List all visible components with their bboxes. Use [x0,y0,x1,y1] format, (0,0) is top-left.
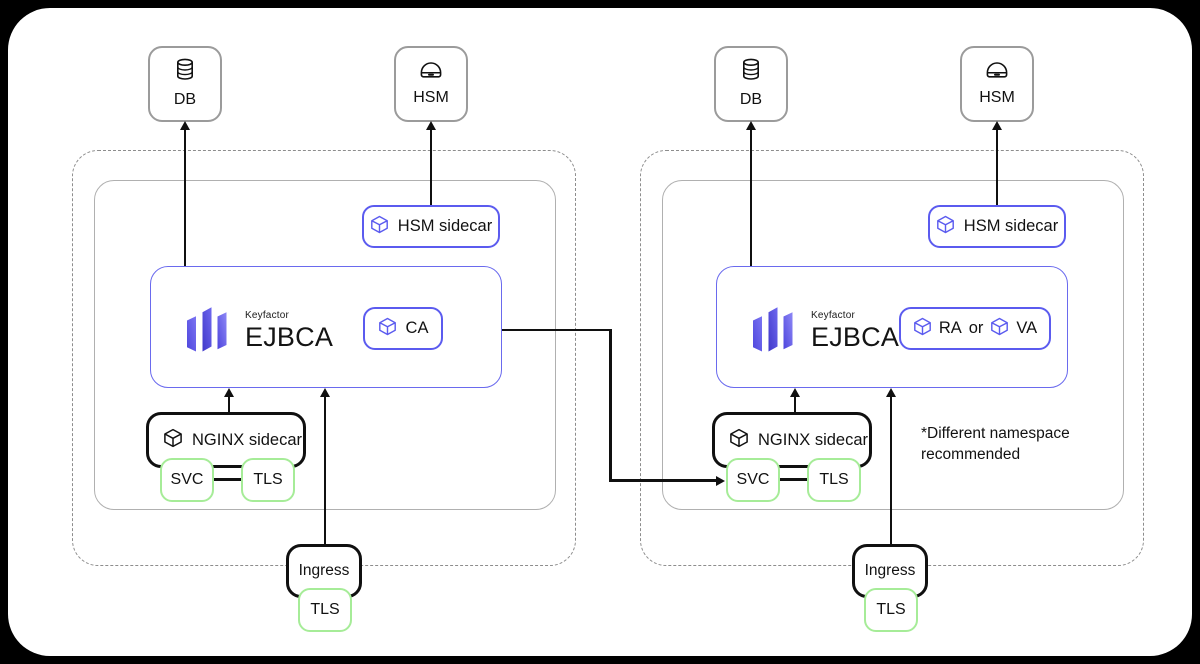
left-ingress-tls-label: TLS [310,600,340,618]
left-hsm-node[interactable]: HSM [394,46,468,122]
right-ingress-tls-node[interactable]: TLS [864,588,918,632]
left-db-label: DB [173,91,197,109]
left-db-connector [183,130,187,266]
left-ejbca-panel[interactable]: Keyfactor EJBCA CA [150,266,502,388]
right-role-badge-ra-va[interactable]: RA or VA [899,307,1051,350]
left-ingress-label: Ingress [298,562,350,580]
right-ejbca-text: EJBCA [811,321,900,352]
right-role-label-va: VA [1016,319,1038,338]
right-svc-tls-connector [769,478,823,481]
cube-icon [936,215,955,239]
right-db-connector [749,130,753,266]
cube-icon [370,215,389,239]
left-ejbca-logo: Keyfactor EJBCA [186,303,333,358]
cube-icon [378,317,397,341]
left-keyfactor-text: Keyfactor [245,309,290,321]
database-icon [175,58,195,87]
left-tls-label: TLS [253,470,283,488]
left-role-label-ca: CA [405,319,429,338]
left-ingress-arrowhead [319,388,330,397]
right-ejbca-wordmark: Keyfactor EJBCA [811,309,900,352]
cube-icon [729,428,749,453]
right-ingress-arrowhead [885,388,896,397]
right-hsm-sidecar-label: HSM sidecar [963,217,1059,236]
right-nginx-connector [793,397,797,413]
right-nginx-sidecar-label: NGINX sidecar [758,430,869,449]
left-svc-node[interactable]: SVC [160,458,214,502]
left-db-arrowhead [179,121,190,130]
right-svc-label: SVC [736,470,770,488]
left-ejbca-wordmark: Keyfactor EJBCA [245,309,334,352]
right-role-conjunction: or [968,319,984,338]
right-nginx-arrowhead [789,388,800,397]
right-db-arrowhead [745,121,756,130]
right-db-label: DB [739,91,763,109]
right-ingress-tls-label: TLS [876,600,906,618]
left-hsm-label: HSM [413,89,449,107]
right-db-node[interactable]: DB [714,46,788,122]
left-ingress-connector [323,397,327,545]
database-icon [741,58,761,87]
cube-icon [913,317,932,341]
left-db-node[interactable]: DB [148,46,222,122]
keyfactor-mark-icon [186,303,232,358]
right-svc-node[interactable]: SVC [726,458,780,502]
cube-icon [163,428,183,453]
hsm-icon [419,60,443,85]
right-ingress-label: Ingress [864,562,916,580]
left-hsm-sidecar-label: HSM sidecar [397,217,493,236]
cross-connector-top-segment [502,328,612,332]
right-hsm-sidecar[interactable]: HSM sidecar [928,205,1066,248]
left-hsm-arrowhead [425,121,436,130]
left-nginx-arrowhead [223,388,234,397]
left-nginx-connector [227,397,231,413]
right-tls-node[interactable]: TLS [807,458,861,502]
right-tls-label: TLS [819,470,849,488]
cube-icon [990,317,1009,341]
left-svc-tls-connector [203,478,257,481]
left-hsm-sidecar[interactable]: HSM sidecar [362,205,500,248]
left-role-badge-ca[interactable]: CA [363,307,443,350]
left-svc-label: SVC [170,470,204,488]
right-hsm-label: HSM [979,89,1015,107]
left-hsm-connector [429,130,433,205]
right-ingress-connector [889,397,893,545]
right-hsm-arrowhead [991,121,1002,130]
right-ejbca-logo: Keyfactor EJBCA [752,303,899,358]
hsm-icon [985,60,1009,85]
right-ejbca-panel[interactable]: Keyfactor EJBCA RA or [716,266,1068,388]
right-role-label-ra: RA [938,319,962,338]
cross-connector-arrowhead [716,476,725,487]
left-tls-node[interactable]: TLS [241,458,295,502]
left-ejbca-text: EJBCA [245,321,334,352]
cross-connector-vertical-segment [609,328,612,481]
right-hsm-node[interactable]: HSM [960,46,1034,122]
left-ingress-tls-node[interactable]: TLS [298,588,352,632]
right-hsm-connector [995,130,999,205]
diagram-page: DB HSM [8,8,1192,656]
left-nginx-sidecar-label: NGINX sidecar [192,430,303,449]
keyfactor-mark-icon [752,303,798,358]
right-keyfactor-text: Keyfactor [811,309,856,321]
cross-connector-bottom-segment [609,479,717,482]
namespace-note: *Different namespace recommended [921,425,1070,463]
right-cluster-inner-boundary [662,180,1124,510]
right-ingress-node[interactable]: Ingress [852,544,928,598]
